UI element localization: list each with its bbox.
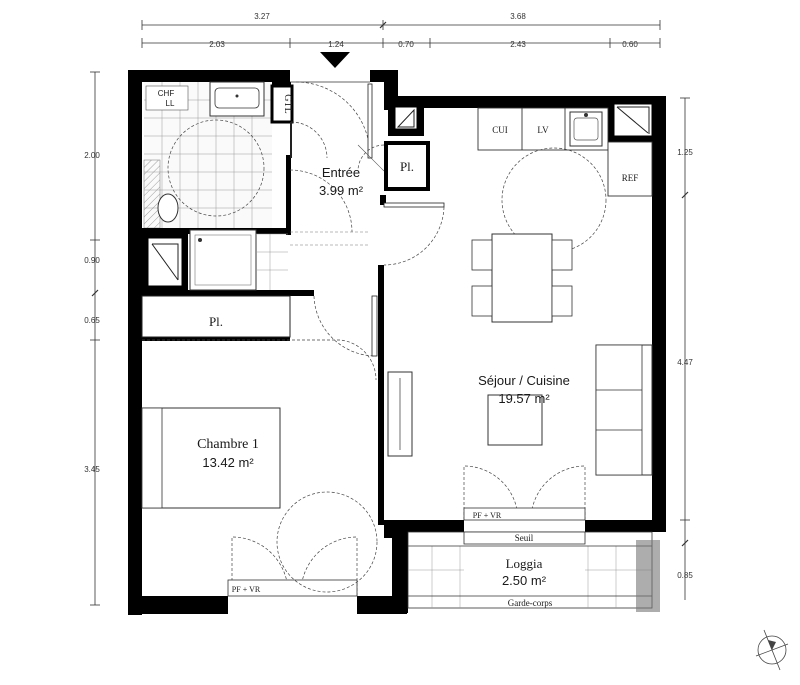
room-name-sejour: Séjour / Cuisine (478, 373, 570, 388)
dim-top-inner-5: 0.60 (622, 40, 638, 49)
closet-chambre (141, 295, 291, 338)
label-gtl: GTL (282, 94, 293, 113)
room-name-entree: Entrée (322, 165, 360, 180)
bathroom-fixtures (145, 81, 288, 291)
dim-top-outer-2: 3.68 (510, 12, 526, 21)
dimension-lines (90, 20, 690, 606)
room-area-sejour: 19.57 m² (498, 391, 550, 406)
dim-top-inner-3: 0.70 (398, 40, 414, 49)
compass-icon (755, 629, 789, 671)
label-garde-corps: Garde-corps (508, 598, 553, 608)
dim-top-outer-1: 3.27 (254, 12, 270, 21)
doors (142, 81, 586, 597)
dining-table (471, 233, 573, 323)
kitchen (477, 107, 653, 253)
label-lv: LV (537, 125, 549, 135)
dim-right-2: 4.47 (677, 358, 693, 367)
dim-top-inner-1: 2.03 (209, 40, 225, 49)
dim-top-inner-4: 2.43 (510, 40, 526, 49)
coffee-table (487, 394, 543, 446)
label-ref: REF (622, 173, 639, 183)
dim-left-2: 0.90 (84, 256, 100, 265)
sofa (595, 344, 653, 476)
dim-top-inner-2: 1.24 (328, 40, 344, 49)
room-area-entree: 3.99 m² (319, 183, 364, 198)
dim-left-3: 0.65 (84, 316, 100, 325)
walls (128, 70, 666, 615)
room-area-chambre: 13.42 m² (202, 455, 254, 470)
loggia (407, 531, 660, 612)
bed (141, 407, 281, 509)
label-cui: CUI (492, 125, 508, 135)
label-pl-entree: Pl. (400, 159, 414, 174)
label-pl-chambre: Pl. (209, 314, 223, 329)
room-area-loggia: 2.50 m² (502, 573, 547, 588)
dim-left-4: 3.45 (84, 465, 100, 474)
label-chf: CHF (158, 89, 175, 98)
label-pf-vr-sejour: PF + VR (473, 511, 502, 520)
label-pf-vr-chambre: PF + VR (232, 585, 261, 594)
dim-left-1: 2.00 (84, 151, 100, 160)
dim-right-1: 1.25 (677, 148, 693, 157)
dim-right-3: 0.85 (677, 571, 693, 580)
entrance-arrow-icon (320, 52, 350, 68)
room-name-loggia: Loggia (506, 556, 543, 571)
label-ll: LL (166, 99, 175, 108)
label-seuil: Seuil (515, 533, 534, 543)
room-name-chambre: Chambre 1 (197, 437, 259, 452)
